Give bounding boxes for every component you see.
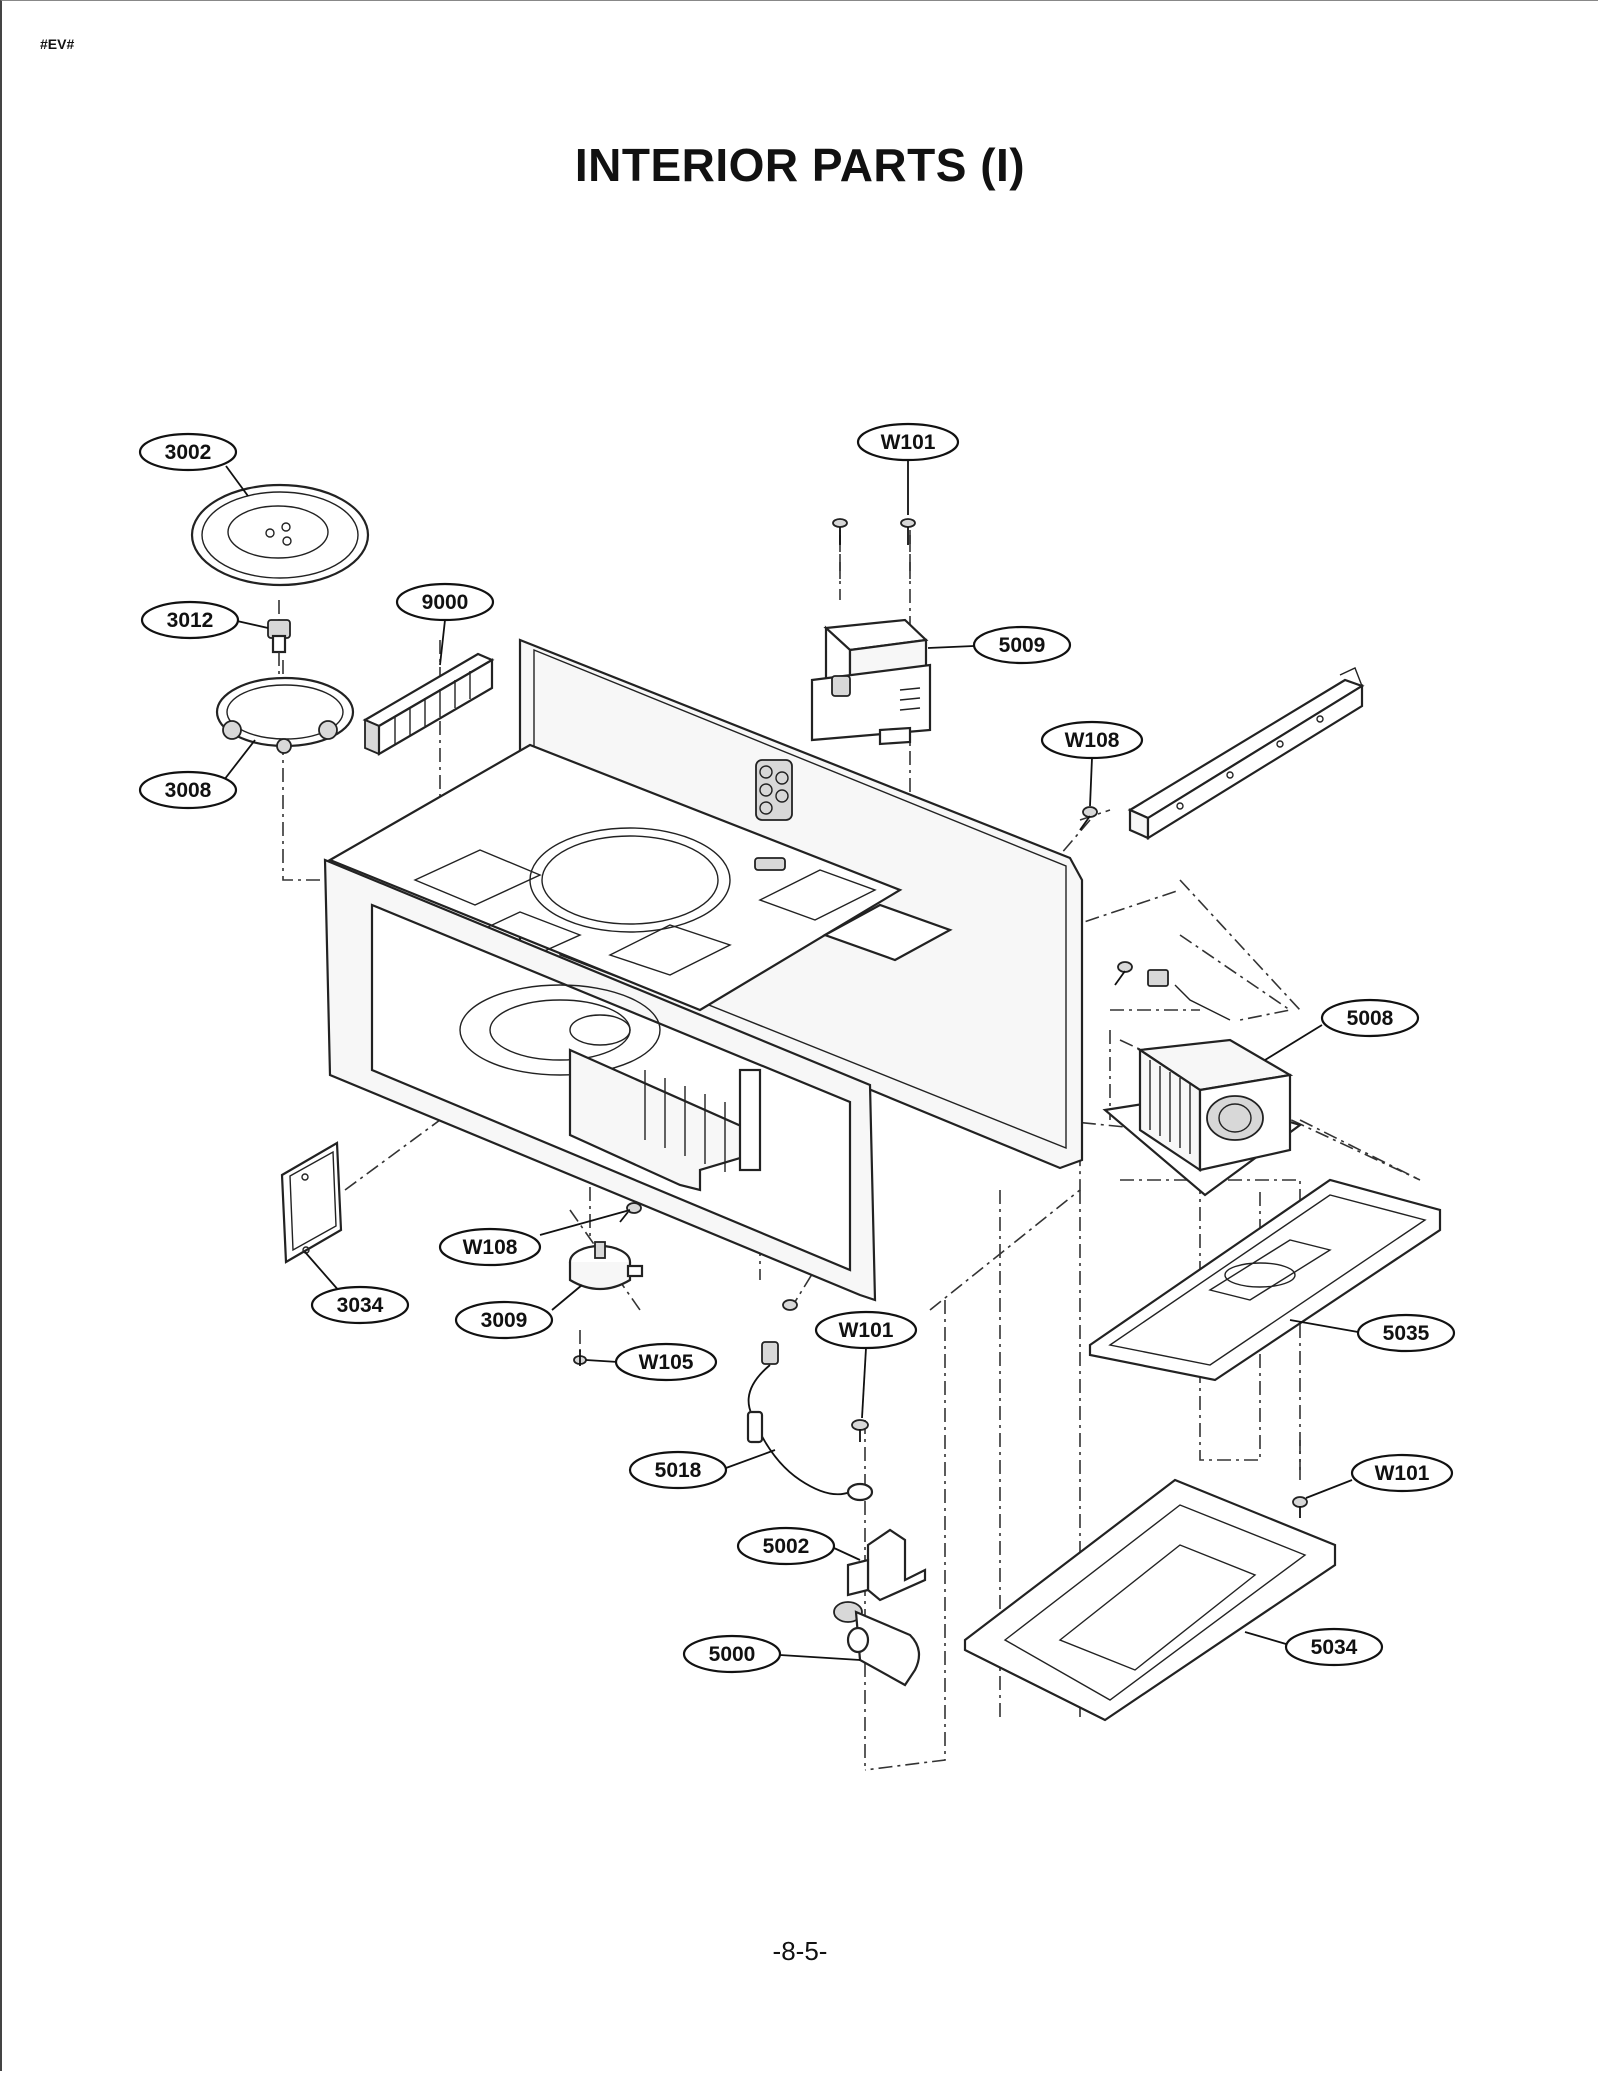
- callout-w105: W105: [585, 1342, 718, 1382]
- svg-text:W101: W101: [839, 1319, 894, 1342]
- screw-w108-right: [1079, 806, 1133, 986]
- callout-3034: 3034: [304, 1251, 410, 1325]
- screw-w101-center: [782, 1299, 869, 1442]
- page-number: -8-5-: [772, 1936, 828, 1966]
- cover-gasket-part: [280, 1141, 343, 1264]
- svg-text:3002: 3002: [165, 441, 212, 464]
- screw-w105: [573, 1350, 587, 1366]
- svg-text:W101: W101: [881, 431, 936, 454]
- glass-tray-part: [190, 483, 370, 587]
- svg-text:W108: W108: [463, 1236, 518, 1259]
- callout-3009: 3009: [454, 1284, 583, 1340]
- svg-text:5008: 5008: [1347, 1007, 1394, 1030]
- cavity-floor-plate: [327, 743, 953, 1012]
- callout-w108-left: W108: [438, 1209, 631, 1267]
- screws-w101-top: [832, 518, 916, 545]
- svg-text:5035: 5035: [1383, 1322, 1430, 1345]
- callouts: 3002 3012 3008 9000 W101 5009: [138, 422, 1456, 1674]
- page-title: INTERIOR PARTS (I): [574, 139, 1026, 191]
- bottom-cover-part: [963, 1478, 1337, 1722]
- screw-w101-bottom-right: [1292, 1496, 1308, 1518]
- filter-block-part: [362, 652, 495, 756]
- screw-w108-left: [619, 1202, 642, 1223]
- svg-text:9000: 9000: [422, 591, 469, 614]
- svg-text:W108: W108: [1065, 729, 1120, 752]
- magnetron-part: [810, 618, 932, 746]
- svg-text:3008: 3008: [165, 779, 212, 802]
- callout-w101-right: W101: [1305, 1453, 1454, 1499]
- waveguide-cover-part: [568, 1048, 762, 1192]
- callout-5000: 5000: [682, 1634, 861, 1674]
- callout-w101-top: W101: [856, 422, 960, 515]
- svg-text:3034: 3034: [337, 1294, 384, 1317]
- transformer-part: [1102, 969, 1303, 1197]
- svg-text:5009: 5009: [999, 634, 1046, 657]
- svg-text:5018: 5018: [655, 1459, 702, 1482]
- svg-text:3012: 3012: [167, 609, 214, 632]
- svg-text:W101: W101: [1375, 1462, 1430, 1485]
- svg-text:W105: W105: [639, 1351, 694, 1374]
- callout-w101-center: W101: [814, 1310, 918, 1419]
- base-plate-part: [1088, 1178, 1442, 1382]
- callout-5018: 5018: [628, 1449, 776, 1490]
- callout-3002: 3002: [138, 432, 249, 497]
- callout-5009: 5009: [927, 625, 1072, 665]
- wire-harness-part: [746, 1341, 874, 1502]
- callout-5002: 5002: [736, 1526, 861, 1566]
- document-code: #EV#: [40, 36, 75, 52]
- lamp-bracket-part: [846, 1528, 927, 1602]
- roller-ring-part: [215, 652, 355, 754]
- callout-5008: 5008: [1264, 998, 1420, 1061]
- svg-text:5002: 5002: [763, 1535, 810, 1558]
- lamp-part: [833, 1601, 921, 1687]
- callout-9000: 9000: [395, 582, 495, 666]
- svg-text:5000: 5000: [709, 1643, 756, 1666]
- callout-3012: 3012: [140, 600, 269, 640]
- svg-text:3009: 3009: [481, 1309, 528, 1332]
- side-rail-part: [1127, 667, 1365, 840]
- callout-5035: 5035: [1289, 1313, 1456, 1353]
- callout-5034: 5034: [1244, 1627, 1384, 1667]
- callout-3008: 3008: [138, 739, 256, 810]
- turntable-motor-part: [568, 1241, 644, 1290]
- callout-w108-top: W108: [1040, 720, 1144, 807]
- svg-text:5034: 5034: [1311, 1636, 1358, 1659]
- coupler-part: [267, 600, 291, 654]
